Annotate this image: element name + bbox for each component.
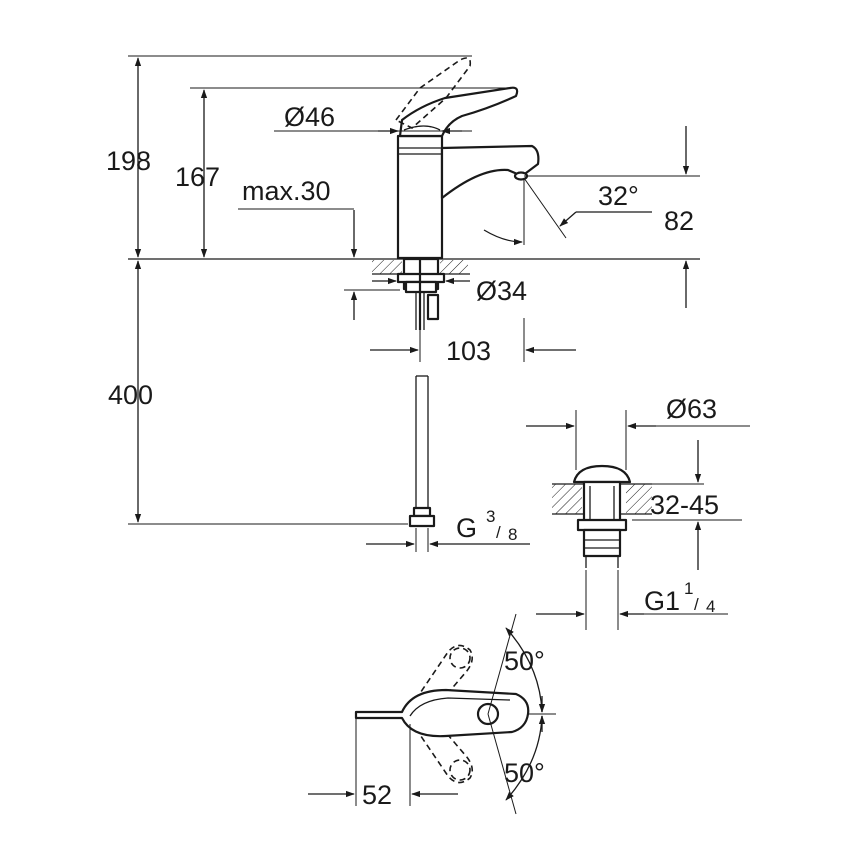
dim-total-height: 198 [106, 146, 151, 176]
dim-waste-range: 32-45 [650, 490, 719, 520]
waste-dimensions: Ø63 32-45 G1 1 / 4 [526, 394, 750, 630]
dim-waste-diameter: Ø63 [666, 394, 717, 424]
dim-lever-angle-bottom: 50° [504, 758, 545, 788]
dim-lever-diameter: Ø46 [284, 102, 335, 132]
waste-cap [572, 464, 632, 484]
dim-body-height: 167 [175, 162, 220, 192]
dim-hose-thread-num: 3 [486, 507, 495, 526]
dim-lever-angle-top: 50° [504, 646, 545, 676]
lever-swing-up [408, 644, 474, 715]
dim-lever-offset: 52 [362, 780, 392, 810]
waste-valve [552, 464, 652, 568]
lever-dimensions: 50° 50° 52 [308, 627, 546, 810]
dim-hose-length: 400 [108, 380, 153, 410]
faucet-spout [440, 144, 540, 200]
lever-raised-outline [394, 57, 472, 129]
dim-hose-thread: G [456, 513, 477, 543]
svg-text:/: / [694, 595, 699, 614]
faucet-side-view [128, 57, 700, 528]
lever-body [354, 688, 530, 738]
dim-hose-thread-den: 8 [508, 525, 517, 544]
lever-swing-down [408, 713, 474, 784]
lever-handle [398, 86, 519, 138]
dim-hole-diameter: Ø34 [476, 276, 527, 306]
lever-top-view [354, 613, 556, 815]
dim-waste-thread-den: 4 [706, 597, 715, 616]
svg-text:/: / [496, 523, 501, 542]
faucet-dimensions: 198 167 Ø46 max.30 32° 82 Ø34 [106, 55, 700, 552]
dim-waste-thread-num: 1 [684, 579, 693, 598]
dim-spout-angle: 32° [598, 181, 639, 211]
dim-max-thickness: max.30 [242, 176, 331, 206]
dim-projection: 103 [446, 336, 491, 366]
dim-waste-thread: G1 [644, 586, 680, 616]
dim-spout-height: 82 [664, 206, 694, 236]
